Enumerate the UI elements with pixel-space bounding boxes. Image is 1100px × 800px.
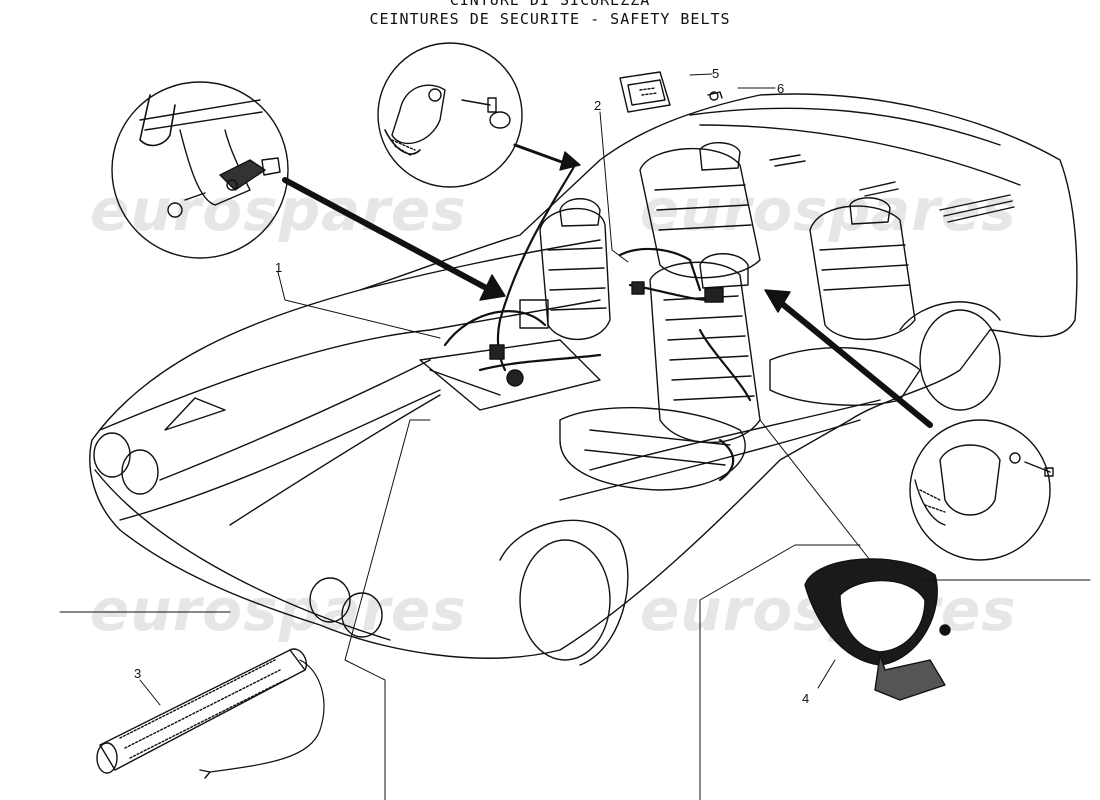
detail-anchor-bracket bbox=[111, 81, 289, 259]
callout-1: 1 bbox=[275, 260, 282, 275]
callout-5: 5 bbox=[712, 66, 719, 81]
callout-4: 4 bbox=[802, 691, 809, 706]
title-italian: CINTURE DI SICUREZZA bbox=[449, 0, 651, 9]
callout-2: 2 bbox=[594, 98, 601, 113]
callout-labels: 1 2 3 4 5 6 bbox=[134, 66, 809, 706]
part-6-screw bbox=[707, 91, 723, 101]
detail-lower-anchor bbox=[909, 419, 1054, 561]
leader-lines bbox=[59, 73, 1091, 800]
seats bbox=[539, 142, 921, 491]
title-french-english: CEINTURES DE SECURITE - SAFETY BELTS bbox=[369, 10, 731, 28]
detail-arrows bbox=[282, 143, 933, 428]
car-body bbox=[89, 93, 1078, 666]
part-5-cover bbox=[619, 71, 671, 113]
part-4-mirror bbox=[804, 558, 951, 701]
detail-upper-anchor bbox=[377, 42, 523, 188]
callout-6: 6 bbox=[777, 81, 784, 96]
belt-buckles bbox=[489, 281, 724, 387]
watermark-2: eurospares bbox=[640, 176, 1017, 244]
part-3-retractor bbox=[96, 648, 325, 779]
callout-3: 3 bbox=[134, 666, 141, 681]
watermark-3: eurospares bbox=[90, 576, 467, 644]
